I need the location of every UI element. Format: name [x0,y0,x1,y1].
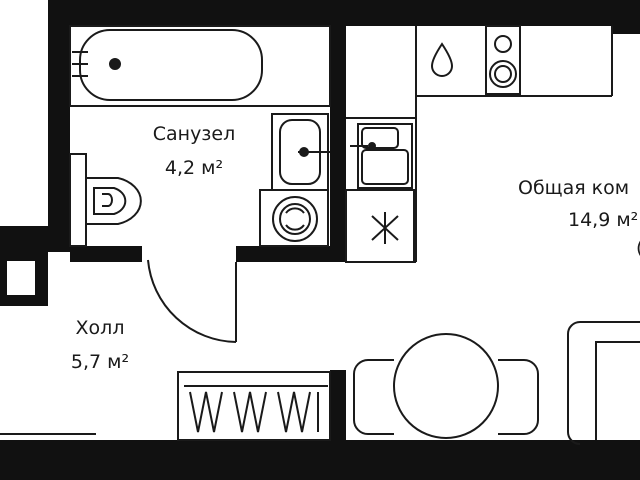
washing-machine-icon [259,189,329,247]
living-name-label: Общая ком [518,177,629,199]
bathroom-door [147,259,237,343]
window [5,259,37,297]
sink-icon [271,113,330,191]
water-drop-icon [430,42,454,77]
living-label-paren: ( [636,237,640,259]
bathroom-name-label: Санузел [153,123,236,145]
chair-icon [353,359,539,435]
kitchen-sink-icon [350,123,413,189]
bathtub-icon [69,25,331,107]
living-area-label: 14,9 м² [568,209,638,231]
dining-table-icon [393,333,499,439]
sofa-icon [567,321,640,445]
toilet-icon [69,153,142,247]
stove-icon [345,189,415,263]
hall-name-label: Холл [76,317,125,339]
bathroom-area-label: 4,2 м² [165,157,223,179]
hall-area-label: 5,7 м² [71,351,129,373]
water-heater-icon [485,25,521,95]
kitchen-counter [346,26,613,263]
wardrobe-icon [177,371,331,441]
